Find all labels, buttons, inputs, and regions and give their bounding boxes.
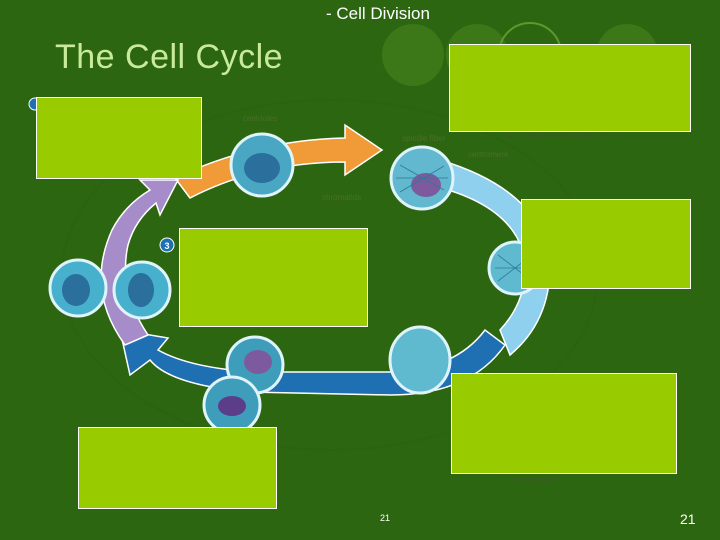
label-top-right-caption: the nuclear envelope breaks down xyxy=(503,132,610,139)
slide-title: The Cell Cycle xyxy=(55,38,284,76)
label-bottom-right-caption: are pulled apart xyxy=(505,476,554,483)
cell-dividing-bottom xyxy=(202,335,285,435)
slide-header: - Cell Division xyxy=(326,4,430,23)
stage-badge-3 xyxy=(159,237,175,253)
label-chromatids: chromatids xyxy=(322,193,362,202)
overlay-box-bottom-right xyxy=(451,373,677,474)
overlay-box-right xyxy=(521,199,691,289)
cell-daughter-left xyxy=(48,258,108,318)
page-number-center: 21 xyxy=(380,513,391,523)
overlay-box-top-right xyxy=(449,44,691,132)
overlay-box-bottom-left xyxy=(78,427,277,509)
overlay-box-top-left xyxy=(36,97,202,179)
label-centrioles: centrioles xyxy=(243,114,278,123)
deco-circle-1 xyxy=(382,24,444,86)
overlay-box-middle xyxy=(179,228,368,327)
cell-daughter-right xyxy=(112,260,172,320)
page-number-right: 21 xyxy=(680,511,696,527)
label-centromere: centromere xyxy=(468,150,509,159)
cell-prophase xyxy=(229,132,295,198)
stage-number-3: 3 xyxy=(164,241,169,251)
cell-telophase-right xyxy=(388,325,452,395)
label-spindle-fiber: spindle fiber xyxy=(402,134,446,143)
cell-metaphase xyxy=(389,145,455,211)
